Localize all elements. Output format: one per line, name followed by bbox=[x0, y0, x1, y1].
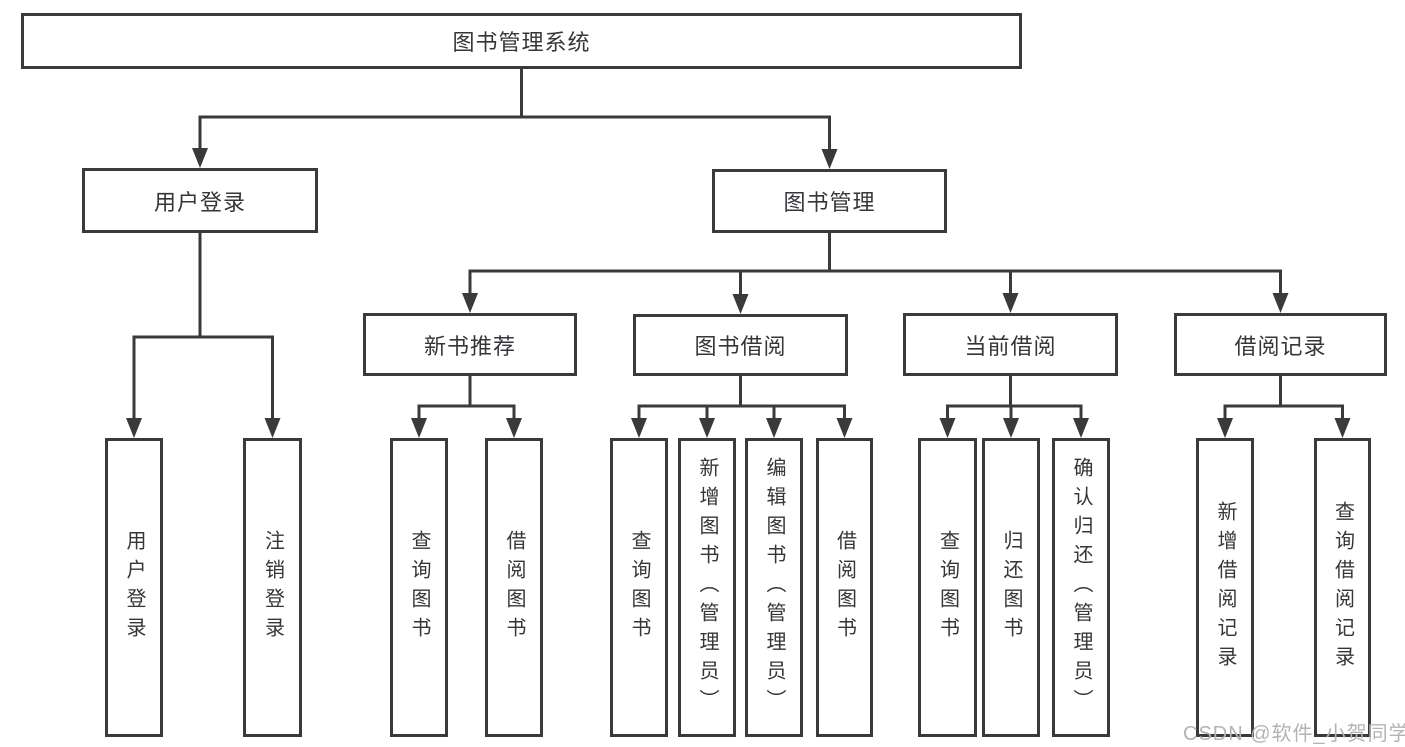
node-bb-borrow: 借阅图书 bbox=[816, 438, 873, 737]
node-label-new-book: 新书推荐 bbox=[423, 333, 516, 359]
node-cb-return: 归还图书 bbox=[982, 438, 1040, 737]
arrowhead-icon bbox=[631, 418, 647, 438]
node-nb-borrow: 借阅图书 bbox=[485, 438, 543, 737]
node-label-bb-borrow: 借阅图书 bbox=[833, 529, 856, 646]
arrowhead-icon bbox=[699, 418, 715, 438]
node-leaf-login: 用户登录 bbox=[105, 438, 163, 737]
node-label-leaf-logout: 注销登录 bbox=[261, 529, 284, 646]
node-label-book-borrow: 图书借阅 bbox=[694, 334, 787, 359]
node-label-borrow-record: 借阅记录 bbox=[1234, 333, 1327, 359]
arrowhead-icon bbox=[1217, 418, 1233, 438]
node-label-cb-confirm: 确认归还（管理员） bbox=[1070, 457, 1092, 718]
node-borrow-record: 借阅记录 bbox=[1174, 313, 1387, 376]
arrowhead-icon bbox=[1002, 293, 1019, 313]
arrowhead-icon bbox=[192, 148, 208, 168]
arrowhead-icon bbox=[1003, 418, 1019, 438]
node-bb-add: 新增图书（管理员） bbox=[678, 438, 736, 737]
arrowhead-icon bbox=[732, 294, 749, 314]
node-br-add: 新增借阅记录 bbox=[1196, 438, 1254, 737]
arrowhead-icon bbox=[821, 149, 838, 169]
arrowhead-icon bbox=[264, 418, 281, 438]
node-label-book-mgmt: 图书管理 bbox=[783, 190, 876, 215]
node-label-bb-add: 新增图书（管理员） bbox=[696, 457, 718, 718]
node-label-cb-return: 归还图书 bbox=[1000, 529, 1022, 646]
node-label-root: 图书管理系统 bbox=[452, 30, 591, 55]
node-label-br-query: 查询借阅记录 bbox=[1331, 500, 1354, 675]
arrowhead-icon bbox=[1073, 418, 1089, 438]
node-book-borrow: 图书借阅 bbox=[633, 314, 848, 376]
node-label-current-borrow: 当前借阅 bbox=[964, 333, 1057, 359]
node-root: 图书管理系统 bbox=[21, 13, 1022, 69]
node-label-nb-borrow: 借阅图书 bbox=[503, 529, 525, 646]
node-br-query: 查询借阅记录 bbox=[1314, 438, 1371, 737]
arrowhead-icon bbox=[462, 293, 478, 313]
node-cb-confirm: 确认归还（管理员） bbox=[1052, 438, 1110, 737]
node-label-cb-query: 查询图书 bbox=[936, 529, 959, 646]
arrowhead-icon bbox=[126, 418, 142, 438]
arrowhead-icon bbox=[411, 418, 427, 438]
arrowhead-icon bbox=[836, 418, 853, 438]
arrowhead-icon bbox=[1272, 293, 1289, 313]
node-book-mgmt: 图书管理 bbox=[712, 169, 947, 233]
node-label-bb-edit: 编辑图书（管理员） bbox=[763, 457, 785, 718]
node-nb-query: 查询图书 bbox=[390, 438, 448, 737]
arrowhead-icon bbox=[939, 418, 956, 438]
node-leaf-logout: 注销登录 bbox=[243, 438, 302, 737]
node-user-login: 用户登录 bbox=[82, 168, 318, 233]
node-cb-query: 查询图书 bbox=[918, 438, 977, 737]
node-bb-edit: 编辑图书（管理员） bbox=[745, 438, 803, 737]
node-new-book: 新书推荐 bbox=[363, 313, 577, 376]
node-label-user-login: 用户登录 bbox=[153, 189, 246, 215]
node-label-leaf-login: 用户登录 bbox=[123, 529, 145, 646]
arrowhead-icon bbox=[1334, 418, 1351, 438]
arrowhead-icon bbox=[506, 418, 522, 438]
node-label-nb-query: 查询图书 bbox=[408, 529, 430, 646]
node-label-bb-query: 查询图书 bbox=[628, 529, 650, 646]
node-label-br-add: 新增借阅记录 bbox=[1214, 500, 1236, 675]
watermark: CSDN @软件_小贺同学 bbox=[1183, 723, 1405, 745]
arrowhead-icon bbox=[766, 418, 782, 438]
node-current-borrow: 当前借阅 bbox=[903, 313, 1118, 376]
node-bb-query: 查询图书 bbox=[610, 438, 668, 737]
